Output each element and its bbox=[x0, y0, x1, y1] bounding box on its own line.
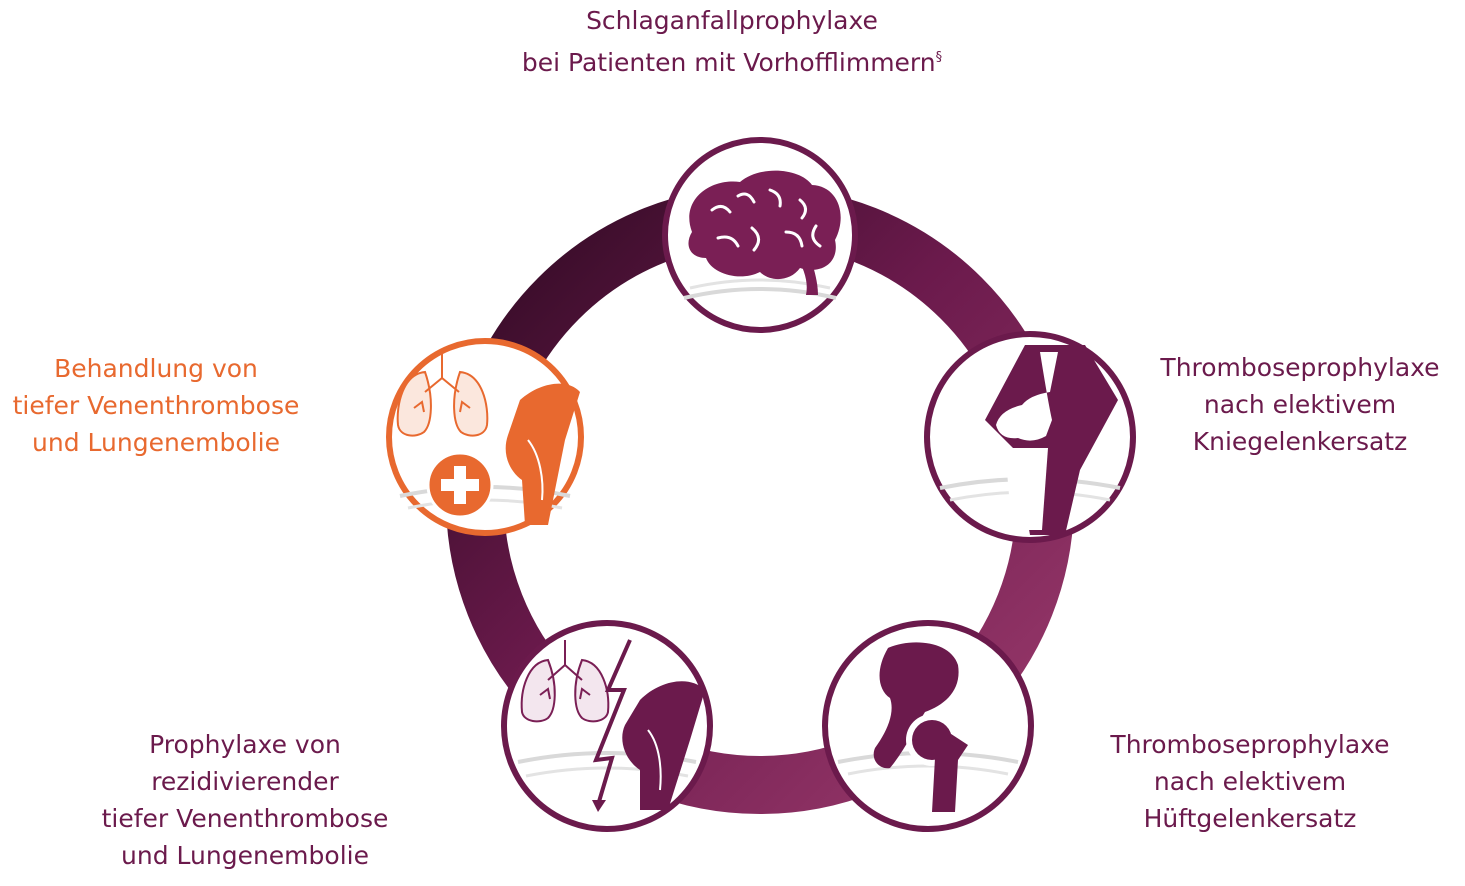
label-line: rezidivierender bbox=[151, 767, 339, 796]
lungs-leg-lightning-icon bbox=[517, 639, 705, 812]
label-knee-replacement: Thromboseprophylaxe nach elektivem Knieg… bbox=[1140, 349, 1460, 460]
brain-node bbox=[662, 137, 858, 333]
hip-node bbox=[822, 620, 1034, 832]
label-line: Thromboseprophylaxe bbox=[1110, 730, 1390, 759]
label-line: Behandlung von bbox=[54, 354, 258, 383]
label-treatment: Behandlung von tiefer Venenthrombose und… bbox=[0, 350, 312, 461]
label-stroke-prevention: Schlaganfallprophylaxe bei Patienten mit… bbox=[432, 2, 1032, 81]
treatment-node bbox=[386, 338, 584, 536]
label-line: und Lungenembolie bbox=[32, 428, 280, 457]
label-line: Kniegelenkersatz bbox=[1192, 427, 1408, 456]
label-hip-replacement: Thromboseprophylaxe nach elektivem Hüftg… bbox=[1085, 726, 1415, 837]
hip-joint-icon bbox=[837, 642, 1019, 812]
knee-node bbox=[924, 331, 1136, 543]
brain-icon bbox=[683, 170, 841, 300]
label-line: tiefer Venenthrombose bbox=[12, 391, 300, 420]
knee-joint-icon bbox=[939, 345, 1121, 535]
label-line: Thromboseprophylaxe bbox=[1160, 353, 1440, 382]
label-line: Prophylaxe von bbox=[149, 730, 341, 759]
label-line: nach elektivem bbox=[1153, 767, 1347, 796]
recurrent-node bbox=[501, 620, 713, 832]
label-line: Hüftgelenkersatz bbox=[1143, 804, 1357, 833]
label-line: bei Patienten mit Vorhofflimmern bbox=[521, 48, 936, 77]
label-line: und Lungenembolie bbox=[121, 841, 369, 870]
label-line: Schlaganfallprophylaxe bbox=[586, 6, 878, 35]
lungs-leg-cross-icon bbox=[396, 350, 580, 525]
label-recurrent-prevention: Prophylaxe von rezidivierender tiefer Ve… bbox=[80, 726, 410, 874]
footnote-marker: § bbox=[935, 50, 943, 65]
label-line: nach elektivem bbox=[1203, 390, 1397, 419]
label-line: tiefer Venenthrombose bbox=[101, 804, 389, 833]
